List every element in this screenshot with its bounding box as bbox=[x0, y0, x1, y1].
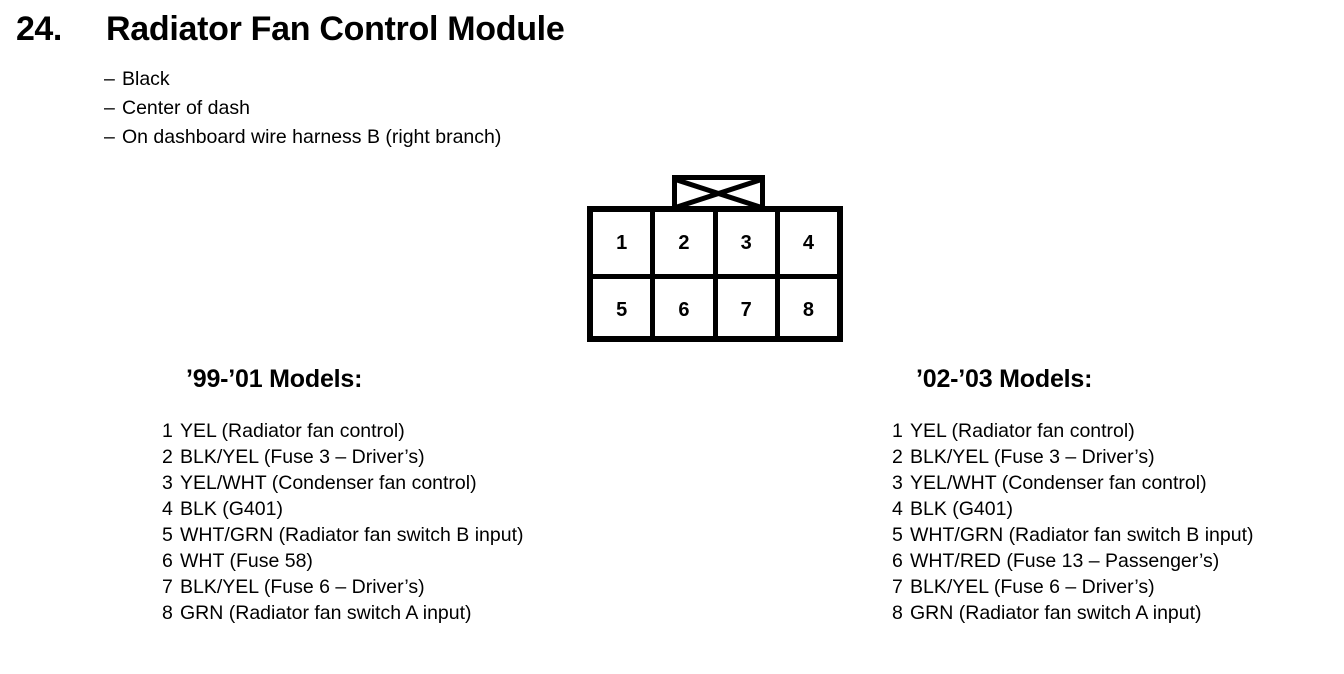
wire-list: 1 YEL (Radiator fan control) 2 BLK/YEL (… bbox=[162, 418, 524, 626]
page-title: Radiator Fan Control Module bbox=[106, 10, 565, 48]
dash-bullet-icon: – bbox=[104, 126, 115, 148]
wire-row: 7 BLK/YEL (Fuse 6 – Driver’s) bbox=[892, 574, 1254, 600]
connector-locking-tab-icon bbox=[672, 175, 765, 207]
wire-row: 8 GRN (Radiator fan switch A input) bbox=[162, 600, 524, 626]
model-column-99-01: ’99-’01 Models: 1 YEL (Radiator fan cont… bbox=[162, 362, 524, 626]
attribute-row: – On dashboard wire harness B (right bra… bbox=[104, 123, 501, 152]
wire-row: 3 YEL/WHT (Condenser fan control) bbox=[162, 470, 524, 496]
wire-row: 2 BLK/YEL (Fuse 3 – Driver’s) bbox=[162, 444, 524, 470]
connector-pin-row-top: 1 2 3 4 bbox=[593, 212, 837, 279]
dash-bullet-icon: – bbox=[104, 68, 115, 90]
connector-pin-cell: 1 bbox=[593, 212, 656, 274]
wire-row: 4 BLK (G401) bbox=[162, 496, 524, 522]
wire-pin-number: 5 bbox=[892, 524, 903, 546]
wire-row: 7 BLK/YEL (Fuse 6 – Driver’s) bbox=[162, 574, 524, 600]
wire-description: WHT/GRN (Radiator fan switch B input) bbox=[180, 524, 524, 546]
attribute-row: – Center of dash bbox=[104, 94, 501, 123]
connector-pin-cell: 8 bbox=[802, 298, 814, 321]
wire-description: WHT/GRN (Radiator fan switch B input) bbox=[910, 524, 1254, 546]
wire-pin-number: 7 bbox=[892, 576, 903, 598]
wire-description: BLK (G401) bbox=[180, 498, 283, 520]
wire-pin-number: 2 bbox=[162, 446, 173, 468]
model-column-heading: ’02-’03 Models: bbox=[916, 365, 1093, 393]
connector-body: 1 2 3 4 5 6 7 8 bbox=[587, 206, 843, 342]
wire-description: WHT (Fuse 58) bbox=[180, 550, 313, 572]
wire-pin-number: 3 bbox=[892, 472, 903, 494]
wire-row: 3 YEL/WHT (Condenser fan control) bbox=[892, 470, 1254, 496]
wire-description: YEL/WHT (Condenser fan control) bbox=[910, 472, 1207, 494]
wire-row: 1 YEL (Radiator fan control) bbox=[892, 418, 1254, 444]
wire-row: 1 YEL (Radiator fan control) bbox=[162, 418, 524, 444]
attribute-text: On dashboard wire harness B (right branc… bbox=[122, 126, 502, 148]
wire-pin-number: 6 bbox=[162, 550, 173, 572]
wire-description: YEL (Radiator fan control) bbox=[180, 420, 405, 442]
wire-pin-number: 4 bbox=[892, 498, 903, 520]
connector-pin-cell: 3 bbox=[718, 212, 780, 274]
wire-description: BLK/YEL (Fuse 3 – Driver’s) bbox=[180, 446, 425, 468]
wire-pin-number: 5 bbox=[162, 524, 173, 546]
wire-description: BLK/YEL (Fuse 3 – Driver’s) bbox=[910, 446, 1155, 468]
wire-pin-number: 7 bbox=[162, 576, 173, 598]
wire-row: 2 BLK/YEL (Fuse 3 – Driver’s) bbox=[892, 444, 1254, 470]
connector-pin-cell: 5 bbox=[593, 279, 656, 341]
item-number: 24. bbox=[16, 10, 62, 48]
wire-description: YEL (Radiator fan control) bbox=[910, 420, 1135, 442]
wire-description: YEL/WHT (Condenser fan control) bbox=[180, 472, 477, 494]
wire-row: 4 BLK (G401) bbox=[892, 496, 1254, 522]
wire-description: GRN (Radiator fan switch A input) bbox=[910, 602, 1202, 624]
wire-pin-number: 6 bbox=[892, 550, 903, 572]
wire-list: 1 YEL (Radiator fan control) 2 BLK/YEL (… bbox=[892, 418, 1254, 626]
attribute-list: – Black – Center of dash – On dashboard … bbox=[104, 65, 501, 152]
wire-pin-number: 8 bbox=[162, 602, 173, 624]
wire-pin-number: 8 bbox=[892, 602, 903, 624]
wire-row: 6 WHT (Fuse 58) bbox=[162, 548, 524, 574]
attribute-text: Center of dash bbox=[122, 97, 250, 119]
attribute-text: Black bbox=[122, 68, 170, 90]
wire-pin-number: 1 bbox=[892, 420, 903, 442]
wire-row: 6 WHT/RED (Fuse 13 – Passenger’s) bbox=[892, 548, 1254, 574]
wire-description: WHT/RED (Fuse 13 – Passenger’s) bbox=[910, 550, 1220, 572]
model-column-heading: ’99-’01 Models: bbox=[186, 365, 363, 393]
wire-row: 5 WHT/GRN (Radiator fan switch B input) bbox=[162, 522, 524, 548]
wire-pin-number: 2 bbox=[892, 446, 903, 468]
attribute-row: – Black bbox=[104, 65, 501, 94]
wire-pin-number: 4 bbox=[162, 498, 173, 520]
wire-description: GRN (Radiator fan switch A input) bbox=[180, 602, 472, 624]
wire-row: 5 WHT/GRN (Radiator fan switch B input) bbox=[892, 522, 1254, 548]
connector-pin-cell: 7 bbox=[718, 279, 780, 341]
connector-pin-row-bottom: 5 6 7 8 bbox=[593, 279, 837, 341]
wire-description: BLK (G401) bbox=[910, 498, 1013, 520]
dash-bullet-icon: – bbox=[104, 97, 115, 119]
model-column-02-03: ’02-’03 Models: 1 YEL (Radiator fan cont… bbox=[892, 362, 1254, 626]
connector-pin-cell: 6 bbox=[655, 279, 718, 341]
wire-row: 8 GRN (Radiator fan switch A input) bbox=[892, 600, 1254, 626]
wire-description: BLK/YEL (Fuse 6 – Driver’s) bbox=[910, 576, 1155, 598]
wire-pin-number: 1 bbox=[162, 420, 173, 442]
connector-pin-cell: 4 bbox=[802, 231, 814, 254]
connector-pin-cell: 2 bbox=[655, 212, 718, 274]
wire-pin-number: 3 bbox=[162, 472, 173, 494]
wire-description: BLK/YEL (Fuse 6 – Driver’s) bbox=[180, 576, 425, 598]
